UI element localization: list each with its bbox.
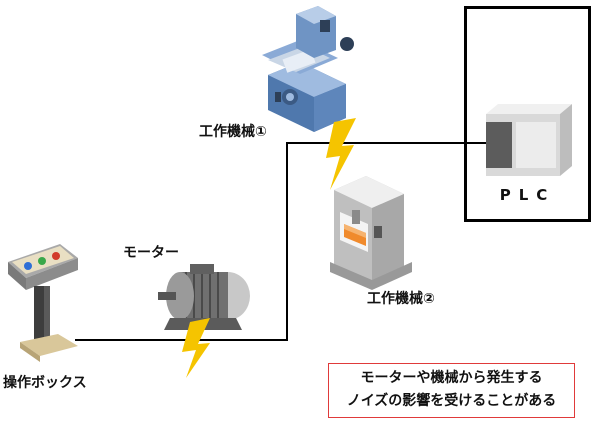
plc-label: PLC	[499, 186, 556, 204]
plc-frame	[464, 6, 591, 222]
noise-note: モーターや機械から発生する ノイズの影響を受けることがある	[328, 363, 575, 418]
control-box-icon	[8, 244, 78, 362]
noise-note-line2: ノイズの影響を受けることがある	[346, 393, 557, 409]
milling-machine-icon	[262, 6, 354, 132]
machine1-label: 工作機械①	[199, 124, 267, 140]
noise-note-line1: モーターや機械から発生する	[360, 370, 543, 386]
motor-label: モーター	[123, 245, 179, 261]
electric-motor-icon	[158, 264, 250, 330]
plc-unit-icon	[486, 104, 572, 176]
lightning-icon	[182, 118, 356, 378]
machine2-label: 工作機械②	[367, 291, 435, 307]
press-machine-icon	[330, 176, 412, 290]
operation-box-label: 操作ボックス	[3, 375, 87, 391]
signal-wire	[75, 142, 494, 341]
